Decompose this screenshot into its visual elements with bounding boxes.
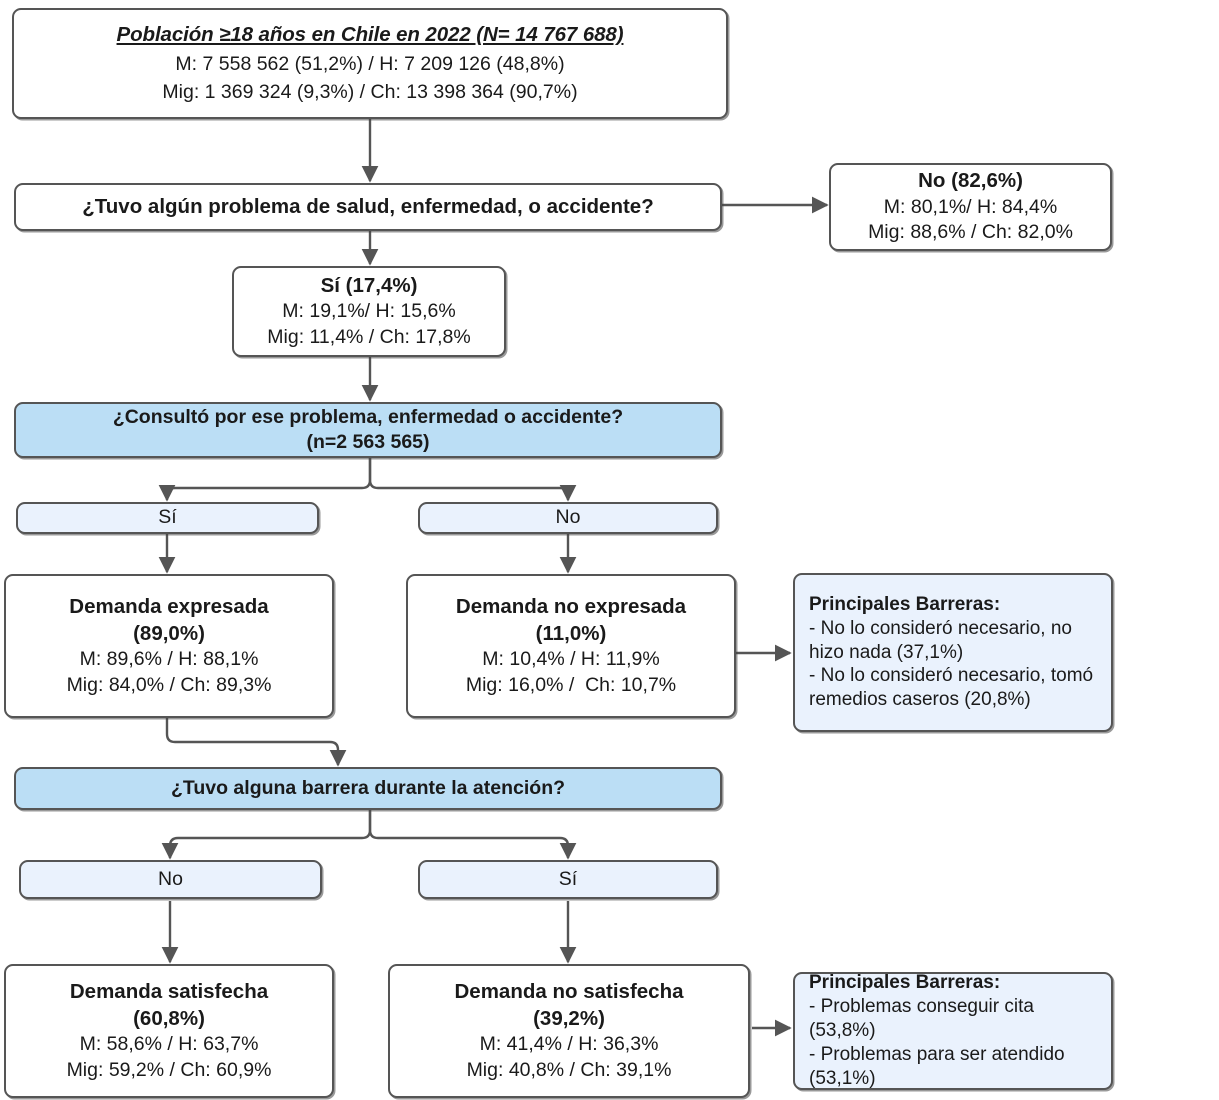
question-health-problem-label: ¿Tuvo algún problema de salud, enfermeda… xyxy=(82,194,654,218)
demanda-satisfecha-sex-line: M: 58,6% / H: 63,7% xyxy=(79,1033,259,1056)
option-barrera-si-label: Sí xyxy=(558,867,578,890)
demanda-satisfecha-box: Demanda satisfecha (60,8%) M: 58,6% / H:… xyxy=(4,964,334,1098)
yes-health-problem-sex-line: M: 19,1%/ H: 15,6% xyxy=(282,300,456,323)
demanda-expresada-title: Demanda expresada xyxy=(69,595,269,619)
option-barrera-no: No xyxy=(19,860,322,899)
yes-health-problem-box: Sí (17,4%) M: 19,1%/ H: 15,6% Mig: 11,4%… xyxy=(232,266,506,357)
barreras-no-satisfecha-item-1: - Problemas conseguir cita (53,8%) xyxy=(809,996,1034,1042)
demanda-satisfecha-title: Demanda satisfecha xyxy=(69,980,269,1004)
no-health-problem-title: No (82,6%) xyxy=(918,169,1023,193)
population-box: Población ≥18 años en Chile en 2022 (N= … xyxy=(12,8,728,119)
edge-qbarrera-to-si xyxy=(368,810,577,860)
demanda-no-satisfecha-sex-line: M: 41,4% / H: 36,3% xyxy=(479,1033,659,1056)
question-consulted: ¿Consultó por ese problema, enfermedad o… xyxy=(14,402,722,458)
edge-qconsult-to-si xyxy=(158,458,372,502)
demanda-no-expresada-origin-line: Mig: 16,0% / Ch: 10,7% xyxy=(465,673,677,696)
no-health-problem-sex-line: M: 80,1%/ H: 84,4% xyxy=(883,195,1058,218)
barreras-no-satisfecha-title: Principales Barreras: xyxy=(809,972,1001,994)
barreras-no-satisfecha-item-2: - Problemas para ser atendido (53,1%) xyxy=(809,1043,1065,1089)
population-title: Población ≥18 años en Chile en 2022 (N= … xyxy=(116,23,624,46)
population-sex-line: M: 7 558 562 (51,2%) / H: 7 209 126 (48,… xyxy=(175,52,565,75)
question-consulted-label: ¿Consultó por ese problema, enfermedad o… xyxy=(112,405,624,428)
demanda-no-expresada-pct: (11,0%) xyxy=(535,621,607,645)
yes-health-problem-origin-line: Mig: 11,4% / Ch: 17,8% xyxy=(267,325,471,348)
option-consulted-no: No xyxy=(418,502,718,534)
no-health-problem-box: No (82,6%) M: 80,1%/ H: 84,4% Mig: 88,6%… xyxy=(829,163,1112,251)
barreras-no-expresada-item-1: - No lo consideró necesario, no hizo nad… xyxy=(809,617,1072,663)
population-origin-line: Mig: 1 369 324 (9,3%) / Ch: 13 398 364 (… xyxy=(162,80,578,103)
yes-health-problem-title: Sí (17,4%) xyxy=(320,273,418,297)
option-consulted-yes-label: Sí xyxy=(158,506,177,529)
option-barrera-no-label: No xyxy=(158,867,183,890)
demanda-expresada-sex-line: M: 89,6% / H: 88,1% xyxy=(79,648,259,671)
edge-qbarrera-to-no xyxy=(161,810,372,860)
demanda-no-satisfecha-origin-line: Mig: 40,8% / Ch: 39,1% xyxy=(466,1058,672,1081)
demanda-expresada-pct: (89,0%) xyxy=(133,621,205,645)
demanda-satisfecha-origin-line: Mig: 59,2% / Ch: 60,9% xyxy=(66,1058,272,1081)
question-consulted-n: (n=2 563 565) xyxy=(306,431,430,453)
option-barrera-si: Sí xyxy=(418,860,718,899)
demanda-no-satisfecha-title: Demanda no satisfecha xyxy=(454,980,684,1004)
demanda-no-expresada-sex-line: M: 10,4% / H: 11,9% xyxy=(482,648,660,671)
question-barrera: ¿Tuvo alguna barrera durante la atención… xyxy=(14,767,722,810)
question-barrera-label: ¿Tuvo alguna barrera durante la atención… xyxy=(170,776,566,799)
demanda-no-satisfecha-box: Demanda no satisfecha (39,2%) M: 41,4% /… xyxy=(388,964,750,1098)
demanda-satisfecha-pct: (60,8%) xyxy=(133,1006,205,1030)
barreras-no-satisfecha-box: Principales Barreras: - Problemas conseg… xyxy=(793,972,1113,1090)
demanda-expresada-origin-line: Mig: 84,0% / Ch: 89,3% xyxy=(66,673,272,696)
question-health-problem: ¿Tuvo algún problema de salud, enfermeda… xyxy=(14,183,722,231)
barreras-no-expresada-box: Principales Barreras: - No lo consideró … xyxy=(793,573,1113,732)
barreras-no-expresada-title: Principales Barreras: xyxy=(809,593,1001,615)
no-health-problem-origin-line: Mig: 88,6% / Ch: 82,0% xyxy=(868,221,1073,244)
option-consulted-no-label: No xyxy=(555,506,581,529)
option-consulted-yes: Sí xyxy=(16,502,319,534)
edge-qconsult-to-no xyxy=(368,458,577,502)
barreras-no-expresada-item-2: - No lo consideró necesario, tomó remedi… xyxy=(809,665,1094,711)
demanda-no-expresada-title: Demanda no expresada xyxy=(455,595,687,619)
edge-expresada-to-qbarrera xyxy=(165,718,347,767)
demanda-no-satisfecha-pct: (39,2%) xyxy=(533,1006,605,1030)
demanda-no-expresada-box: Demanda no expresada (11,0%) M: 10,4% / … xyxy=(406,574,736,718)
demanda-expresada-box: Demanda expresada (89,0%) M: 89,6% / H: … xyxy=(4,574,334,718)
